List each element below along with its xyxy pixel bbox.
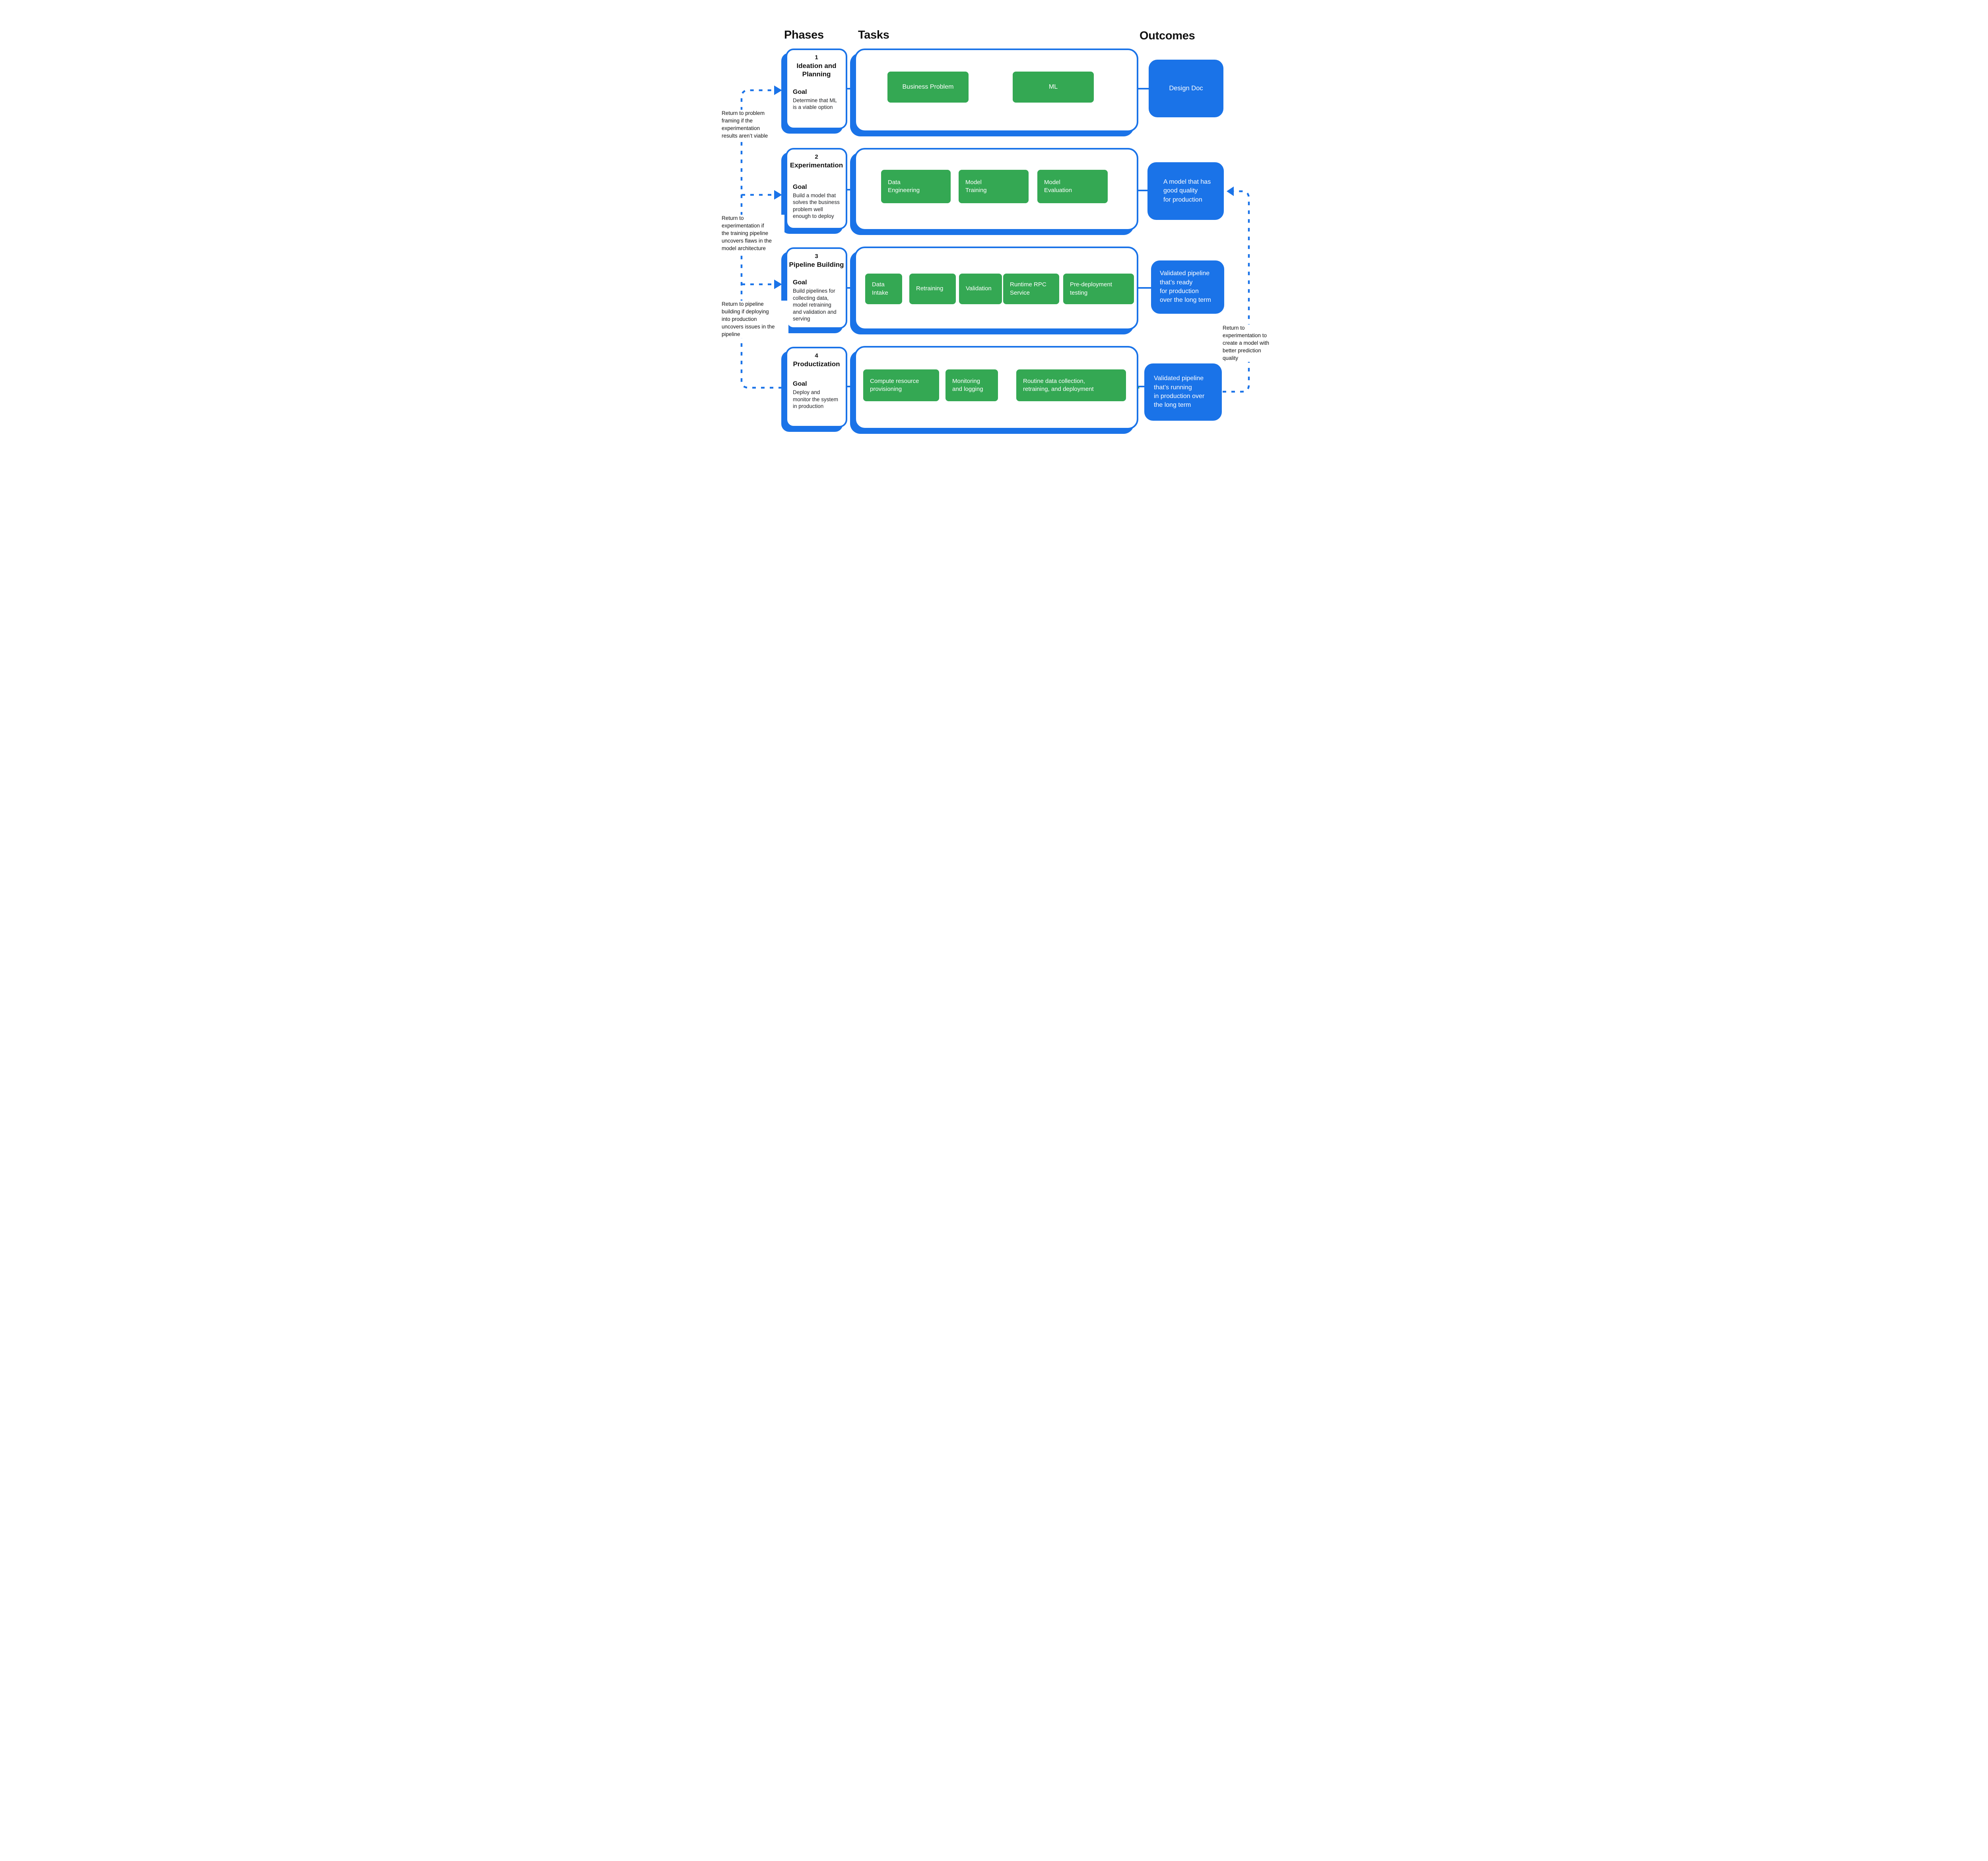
- phase-number: 1: [815, 54, 818, 61]
- task-monitoring-and-logging: Monitoring and logging: [945, 369, 998, 401]
- return-arrowhead-phase2: [774, 190, 782, 200]
- task-routine-data-collection: Routine data collection, retraining, and…: [1016, 369, 1126, 401]
- phase-title: Pipeline Building: [789, 261, 844, 268]
- outcome-validated-pipeline-ready: Validated pipeline that’s ready for prod…: [1151, 260, 1224, 314]
- task-validation: Validation: [959, 274, 1002, 304]
- tasks-column-header: Tasks: [858, 29, 889, 41]
- phases-column-header: Phases: [784, 29, 824, 41]
- goal-text: Determine that ML is a viable option: [793, 97, 837, 111]
- outcome-validated-pipeline-running: Validated pipeline that’s running in pro…: [1144, 363, 1222, 421]
- phase-number: 4: [815, 352, 818, 359]
- goal-label: Goal: [793, 183, 807, 190]
- phase-card-pipeline-building: 3 Pipeline Building Goal Build pipelines…: [786, 247, 847, 329]
- phase-title: Experimentation: [790, 161, 843, 169]
- outcomes-column-header: Outcomes: [1140, 29, 1195, 42]
- goal-text: Build a model that solves the business p…: [793, 192, 840, 220]
- task-pre-deployment-testing: Pre-deployment testing: [1063, 274, 1134, 304]
- task-model-training: Model Training: [959, 170, 1029, 203]
- task-retraining: Retraining: [909, 274, 956, 304]
- note-return-problem-framing: Return to problem framing if the experim…: [722, 110, 778, 140]
- ml-workflow-diagram: Phases Tasks Outcomes: [712, 0, 1276, 465]
- return-arrowhead-outcome2: [1227, 186, 1234, 196]
- goal-text: Deploy and monitor the system in product…: [793, 389, 839, 410]
- task-ml: ML: [1013, 72, 1094, 103]
- return-arrowhead-phase1: [774, 85, 782, 95]
- note-return-pipeline-building: Return to pipeline building if deploying…: [722, 301, 788, 338]
- task-compute-resource-provisioning: Compute resource provisioning: [863, 369, 939, 401]
- goal-label: Goal: [793, 88, 807, 95]
- task-data-intake: Data Intake: [865, 274, 902, 304]
- goal-label: Goal: [793, 381, 807, 388]
- phase-number: 3: [815, 253, 818, 260]
- return-path-right: [1223, 190, 1250, 393]
- note-return-better-prediction: Return to experimentation to create a mo…: [1223, 324, 1276, 362]
- goal-label: Goal: [793, 279, 807, 286]
- phase-card-productization: 4 Productization Goal Deploy and monitor…: [786, 347, 847, 427]
- note-return-experimentation: Return to experimentation if the trainin…: [722, 215, 784, 253]
- task-data-engineering: Data Engineering: [881, 170, 951, 203]
- phase-title: Ideation and Planning: [796, 62, 837, 78]
- task-business-problem: Business Problem: [887, 72, 969, 103]
- task-runtime-rpc-service: Runtime RPC Service: [1003, 274, 1059, 304]
- phase-number: 2: [815, 153, 818, 160]
- phase-title: Productization: [793, 360, 840, 368]
- return-arrowhead-phase3: [774, 280, 782, 289]
- phase-card-experimentation: 2 Experimentation Goal Build a model tha…: [786, 148, 847, 229]
- outcome-design-doc: Design Doc: [1149, 60, 1223, 117]
- goal-text: Build pipelines for collecting data, mod…: [793, 288, 837, 322]
- task-model-evaluation: Model Evaluation: [1037, 170, 1108, 203]
- phase-card-ideation-planning: 1 Ideation and Planning Goal Determine t…: [786, 49, 847, 129]
- outcome-model-good-quality: A model that has good quality for produc…: [1147, 162, 1224, 220]
